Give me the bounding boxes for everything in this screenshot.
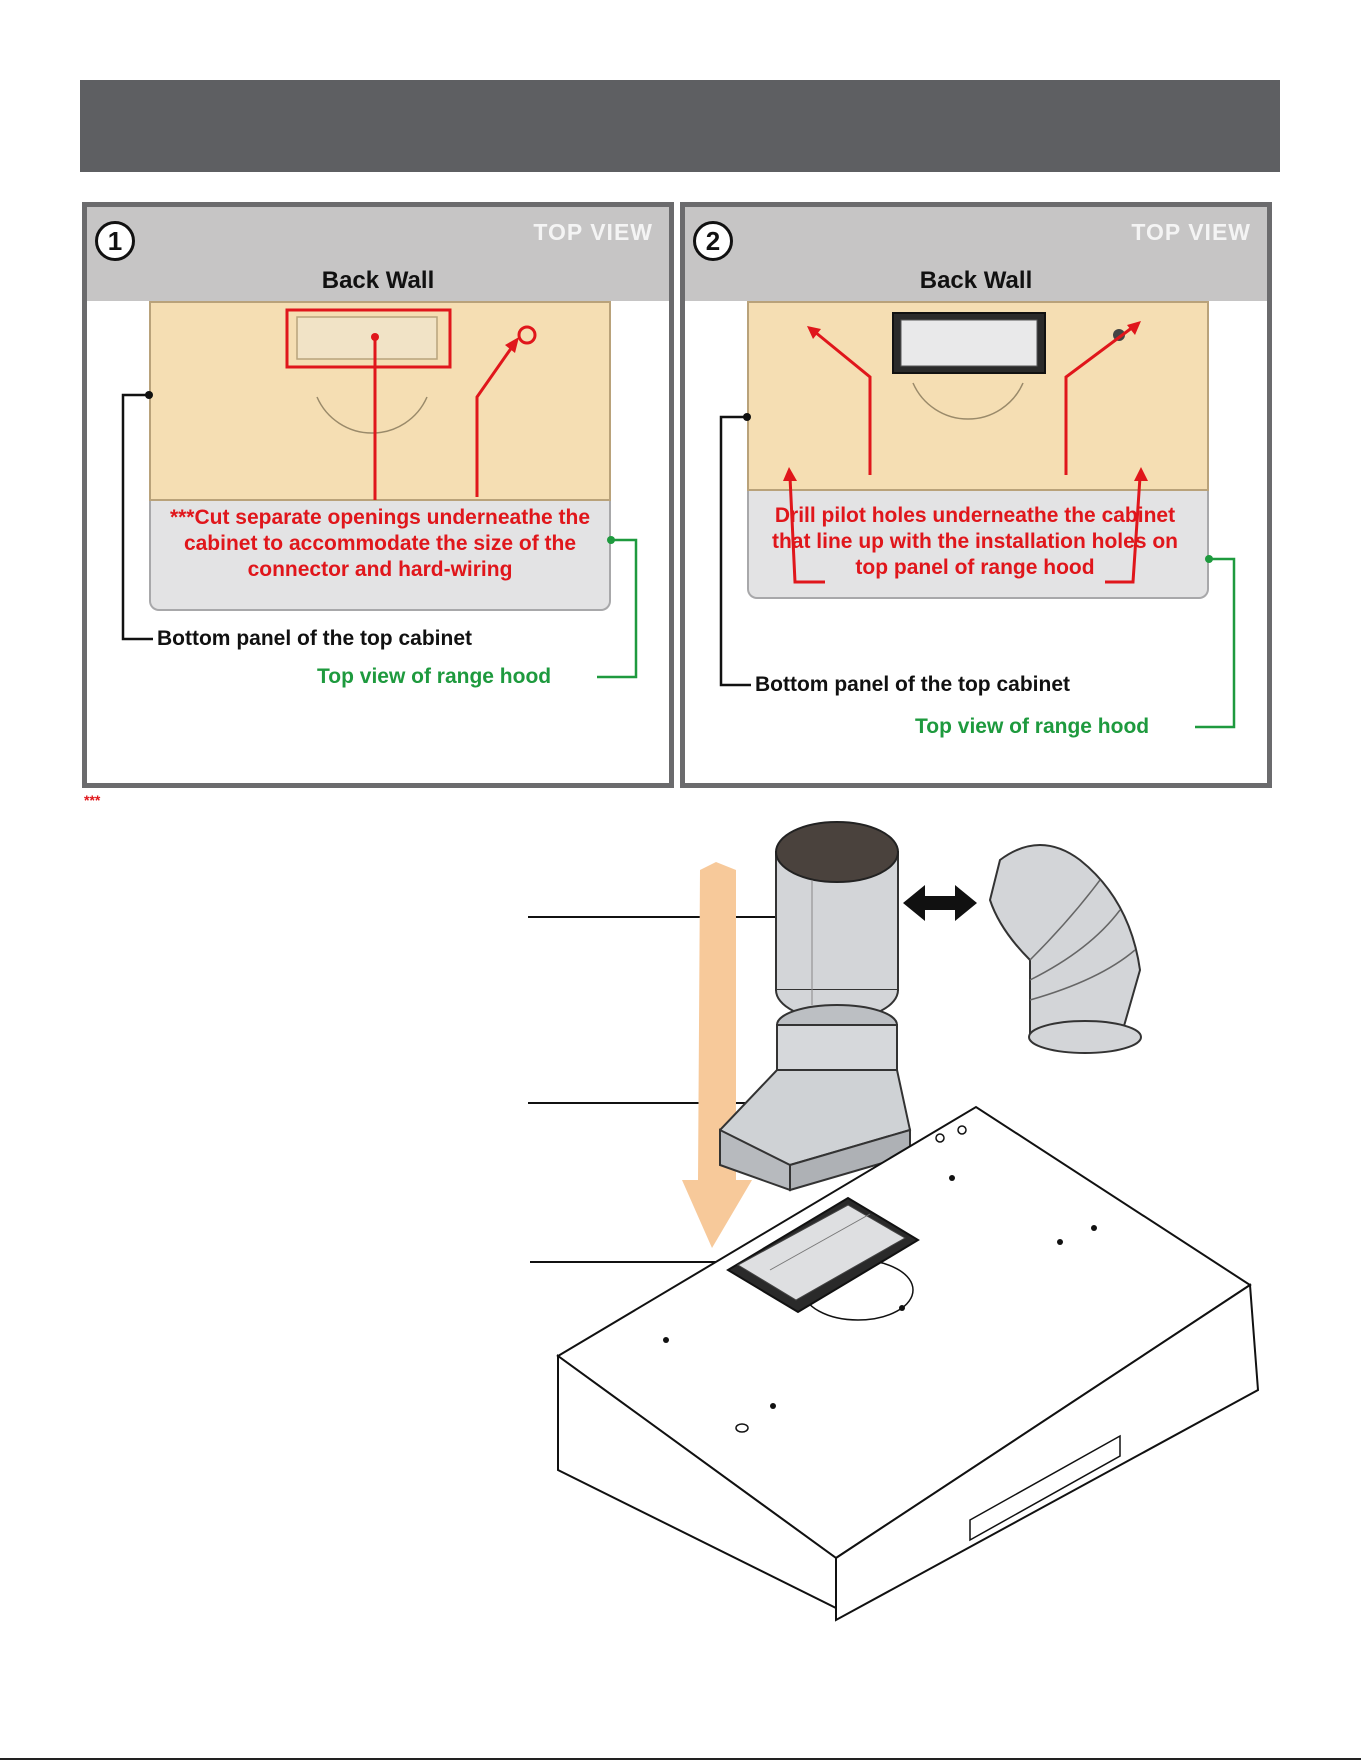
top-view-label: TOP VIEW [533,219,653,245]
bottom-panel-leader-line [121,393,153,641]
back-wall-label: Back Wall [919,267,1033,294]
screw-hole [899,1305,905,1311]
connector-plate [900,319,1038,367]
screw-hole [1057,1239,1063,1245]
wiring-hole-marker [517,325,537,345]
panel-2-annotations [719,312,1236,729]
bottom-panel-point [743,413,751,421]
hood-leader-line [597,538,638,679]
top-view-panel-2: 2 TOP VIEW Back Wall Drill pilot holes u… [680,202,1272,788]
double-arrow [903,885,977,921]
screw-hole [1091,1225,1097,1231]
back-wall-area [685,207,1267,301]
back-wall-area [87,207,669,301]
footer-line [0,1758,1361,1760]
pilot-arrowhead-right [1127,321,1141,335]
pilot-arrow-bottom-left [788,476,825,584]
duct-outline [912,382,1024,420]
cut-openings-note: ***Cut separate openings underneathe the… [169,506,591,581]
duct-elbow [988,844,1142,1042]
pilot-arrow-left [814,330,872,475]
elbow-opening [1028,1020,1142,1054]
header-bar [80,80,1280,172]
bottom-panel-label: Bottom panel of the top cabinet [755,673,1070,696]
top-view-panel-1: 1 TOP VIEW Back Wall ***Cut separate ope… [82,202,674,788]
wiring-arrowhead [505,337,519,353]
bottom-panel-point [145,391,153,399]
hood-point [1205,555,1213,563]
assembly-illustration [528,821,1260,1622]
range-hood-label: Top view of range hood [317,665,552,688]
pilot-arrow-bottom-right [1105,476,1142,584]
footnote-marker: *** [84,792,101,808]
range-hood-label: Top view of range hood [915,715,1150,738]
elbow-seam-1 [1029,879,1101,961]
screw-hole [663,1337,669,1343]
step-number-1: 1 [95,221,135,261]
downward-arrow [682,862,752,1248]
round-duct-top [775,821,899,883]
back-wall-label: Back Wall [321,267,435,294]
screw-hole [935,1133,945,1143]
connector-outline [296,316,438,360]
connector-plate [736,1204,907,1301]
screw-hole [949,1175,955,1181]
range-hood-top-view [149,501,611,611]
pilot-arrowhead-bottom-left [783,467,797,481]
hood-vent-slot [969,1434,1121,1542]
hood-leader-line [1195,557,1236,729]
pilot-arrow-right [1064,325,1134,475]
step-number-2: 2 [693,221,733,261]
elbow-seam-2 [1029,909,1121,981]
elbow-seam-3 [1029,949,1136,1001]
hood-front [835,1283,1260,1622]
top-view-label: TOP VIEW [1131,219,1251,245]
connector-rib [769,1213,871,1271]
duct-outline [316,396,428,434]
pilot-arrowhead-left [807,326,821,339]
drill-pilot-holes-note: Drill pilot holes underneathe the cabine… [771,504,1178,579]
screw-hole [770,1403,776,1409]
panel-1-annotations [121,308,638,679]
pilot-arrowhead-bottom-right [1134,467,1148,481]
bottom-panel-leader-line [719,415,751,687]
connector-cut-box [285,308,452,369]
screw-hole [957,1125,967,1135]
wiring-leader-line [475,346,514,497]
bottom-panel-label: Bottom panel of the top cabinet [157,627,472,650]
screw-hole [735,1423,749,1433]
hood-point [607,536,615,544]
